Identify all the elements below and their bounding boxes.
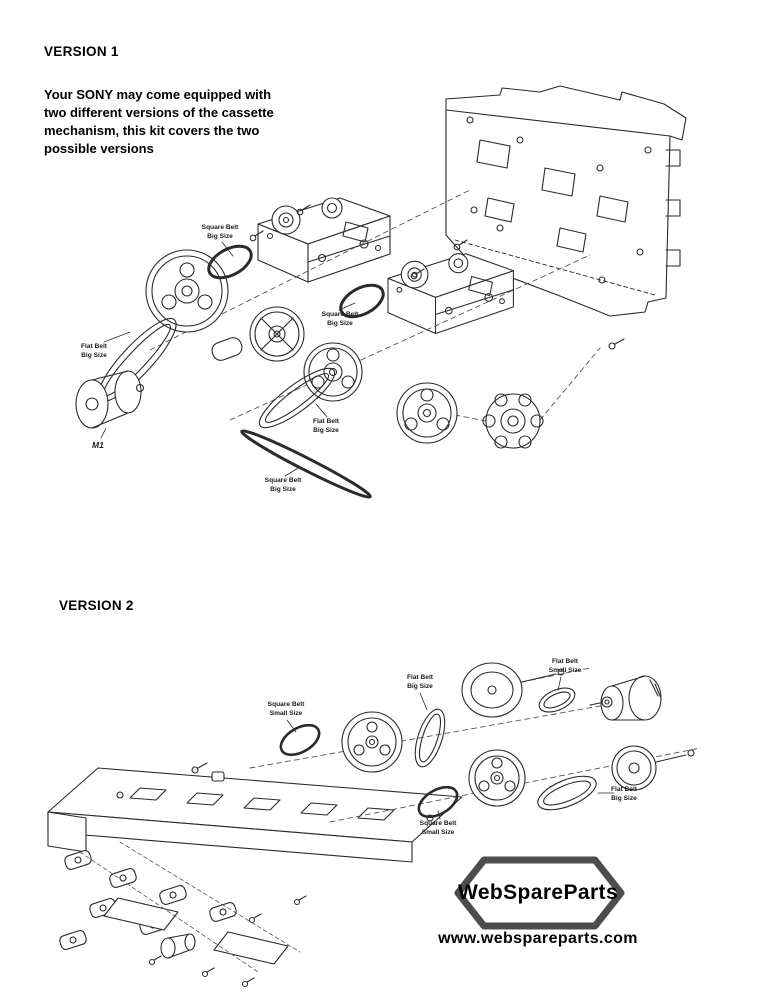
chassis-plate-v2	[47, 767, 463, 863]
square-belt-small-bottom	[417, 785, 459, 819]
label-square-belt-big-top: Square Belt Big Size	[201, 224, 239, 240]
assembly-axis-lines	[149, 189, 601, 422]
flat-belt-big-mid	[258, 367, 336, 429]
capstan-flywheel	[461, 662, 565, 718]
rotor-gear	[482, 393, 544, 449]
label-motor-m1: M1	[92, 440, 104, 450]
version1-diagram	[75, 85, 687, 499]
pulley-a	[341, 711, 403, 773]
pulley-mid	[303, 342, 363, 402]
square-belt-big-top	[207, 244, 253, 280]
screws-v1	[249, 204, 625, 350]
version2-diagram	[47, 662, 701, 988]
intro-text: Your SONY may come equipped with two dif…	[44, 87, 274, 156]
mechanism-block-right	[387, 253, 514, 335]
chassis-panel	[445, 85, 687, 317]
label-square-belt-small-bottom: Square Belt Small Size	[419, 820, 457, 836]
pulley-right	[396, 382, 458, 444]
leader-lines-v1	[100, 241, 356, 477]
screw-standoff	[191, 762, 225, 782]
label-flat-belt-big-mid: Flat Belt Big Size	[312, 418, 340, 434]
square-belt-small-top	[279, 723, 321, 757]
label-square-belt-small-top: Square Belt Small Size	[267, 701, 305, 717]
square-belt-big-mid	[339, 283, 385, 319]
version2-heading: VERSION 2	[59, 598, 134, 613]
leader-lines-v2	[286, 676, 615, 820]
flat-belt-small	[538, 687, 576, 713]
version1-heading: VERSION 1	[44, 44, 119, 59]
belt-clamp	[211, 337, 243, 361]
brand-logo-text: WebSpareParts	[457, 881, 619, 904]
pulley-b	[468, 749, 526, 807]
brand-hexagon-logo	[454, 856, 625, 930]
motor-v2	[589, 675, 662, 721]
label-square-belt-big-bottom: Square Belt Big Size	[264, 477, 302, 493]
motor-m1	[75, 370, 145, 429]
label-flat-belt-big-top-v2: Flat Belt Big Size	[406, 674, 434, 690]
pulley-mid-cross	[249, 306, 305, 362]
flat-belt-big-top-v2	[414, 708, 446, 768]
underside-parts	[59, 841, 307, 988]
flat-belt-big-right-v2	[537, 775, 597, 811]
pulley-c	[611, 745, 695, 791]
label-flat-belt-big-right-v2: Flat Belt Big Size	[610, 786, 638, 802]
label-flat-belt-small: Flat Belt Small Size	[548, 658, 582, 674]
square-belt-big-bottom	[240, 429, 372, 499]
label-square-belt-big-mid: Square Belt Big Size	[321, 311, 359, 327]
website-url: www.webspareparts.com	[438, 930, 638, 947]
pulley-big-left	[145, 249, 229, 333]
label-flat-belt-big-left: Flat Belt Big Size	[80, 343, 108, 359]
